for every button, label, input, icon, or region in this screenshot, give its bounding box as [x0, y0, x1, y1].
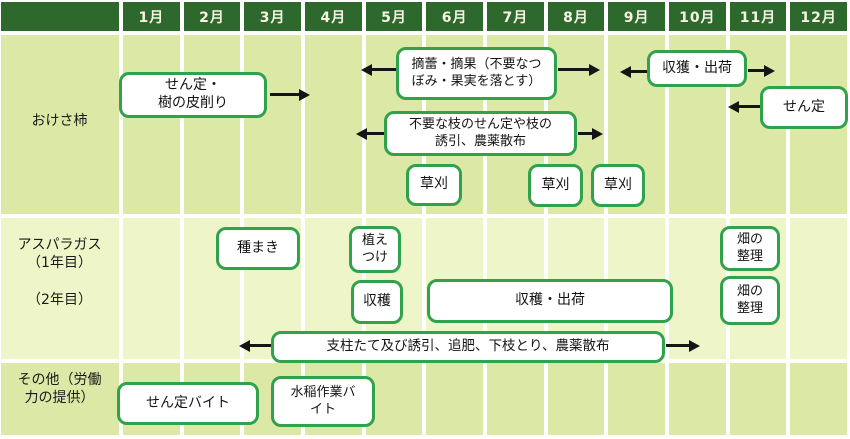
activity-box-kaki-winter-pruning: せん定 [760, 86, 848, 129]
activity-box-rice-work-parttime: 水稲作業バ イト [271, 376, 375, 427]
header-month-cell: 9月 [608, 2, 665, 31]
row-label-kaki: おけさ柿 [31, 113, 88, 129]
activity-box-asp-field-cleanup-y2: 畑の 整理 [720, 276, 780, 325]
row-label-cell [1, 363, 119, 435]
arrow-left-kaki-branch-work [356, 127, 384, 140]
header-month-cell: 4月 [305, 2, 362, 31]
grid-cell [305, 35, 362, 214]
grid-cell [790, 363, 847, 435]
header-month-cell: 5月 [365, 2, 423, 31]
row-label-cell [1, 218, 119, 359]
row-label-asparagus-year1: アスパラガス （1年目） [17, 237, 102, 272]
grid-cell [729, 363, 787, 435]
row-label-others: その他（労働 力の提供） [17, 372, 102, 407]
arrow-right-kaki-harvest [748, 64, 775, 77]
grid-cell [244, 35, 301, 214]
activity-box-kaki-branch-work: 不要な枝のせん定や枝の 誘引、農薬散布 [384, 111, 577, 156]
arrow-right-kaki-thinning [558, 63, 600, 76]
activity-box-kaki-pruning-bark: せん定・ 樹の皮削り [119, 72, 267, 118]
grid-cell [183, 35, 241, 214]
header-month-cell: 8月 [547, 2, 605, 31]
activity-box-mowing-1: 草刈 [406, 164, 462, 206]
activity-box-asp-planting: 植え つけ [349, 226, 401, 273]
activity-box-asp-stakes-training: 支柱たて及び誘引、追肥、下枝とり、農薬散布 [271, 331, 665, 363]
header-month-cell: 6月 [426, 2, 483, 31]
grid-cell [790, 218, 847, 359]
activity-box-mowing-3: 草刈 [591, 164, 645, 207]
arrow-right-kaki-branch-work [578, 127, 603, 140]
header-month-cell: 2月 [183, 2, 241, 31]
arrow-left-kaki-thinning [361, 63, 396, 76]
arrow-left-kaki-winter-pruning [728, 100, 760, 113]
header-month-cell: 10月 [669, 2, 726, 31]
header-month-cell: 12月 [790, 2, 847, 31]
header-month-cell: 7月 [487, 2, 544, 31]
arrow-right-after-kaki-pruning [270, 88, 310, 101]
grid-cell [426, 363, 483, 435]
grid-cell [608, 363, 665, 435]
arrow-left-kaki-harvest [620, 65, 647, 78]
activity-box-asp-harvest-ship: 収穫・出荷 [427, 279, 673, 323]
grid-cell [487, 363, 544, 435]
activity-box-kaki-harvest-ship: 収獲・出荷 [647, 50, 747, 87]
header-month-cell: 1月 [123, 2, 180, 31]
activity-box-asp-harvest: 収穫 [351, 280, 403, 324]
row-label-asparagus-year2: （2年目） [27, 292, 92, 308]
grid-cell [123, 35, 180, 214]
row-label-cell [1, 35, 119, 214]
grid-cell [365, 363, 423, 435]
activity-box-asp-field-cleanup-y1: 畑の 整理 [720, 226, 780, 271]
header-month-cell: 11月 [729, 2, 787, 31]
activity-box-asp-sowing: 種まき [216, 227, 300, 270]
arrow-right-asp-stakes [666, 339, 700, 352]
header-corner-cell [1, 2, 119, 31]
grid-cell [669, 363, 726, 435]
grid-cell [123, 218, 180, 359]
activity-box-mowing-2: 草刈 [528, 164, 583, 207]
arrow-left-asp-stakes [239, 339, 271, 352]
activity-box-pruning-parttime: せん定バイト [117, 382, 259, 425]
grid-cell [669, 218, 726, 359]
activity-box-kaki-bud-fruit-thinning: 摘蕾・摘果（不要なつ ぼみ・果実を落とす） [396, 47, 557, 100]
header-month-cell: 3月 [244, 2, 301, 31]
grid-cell [547, 363, 605, 435]
